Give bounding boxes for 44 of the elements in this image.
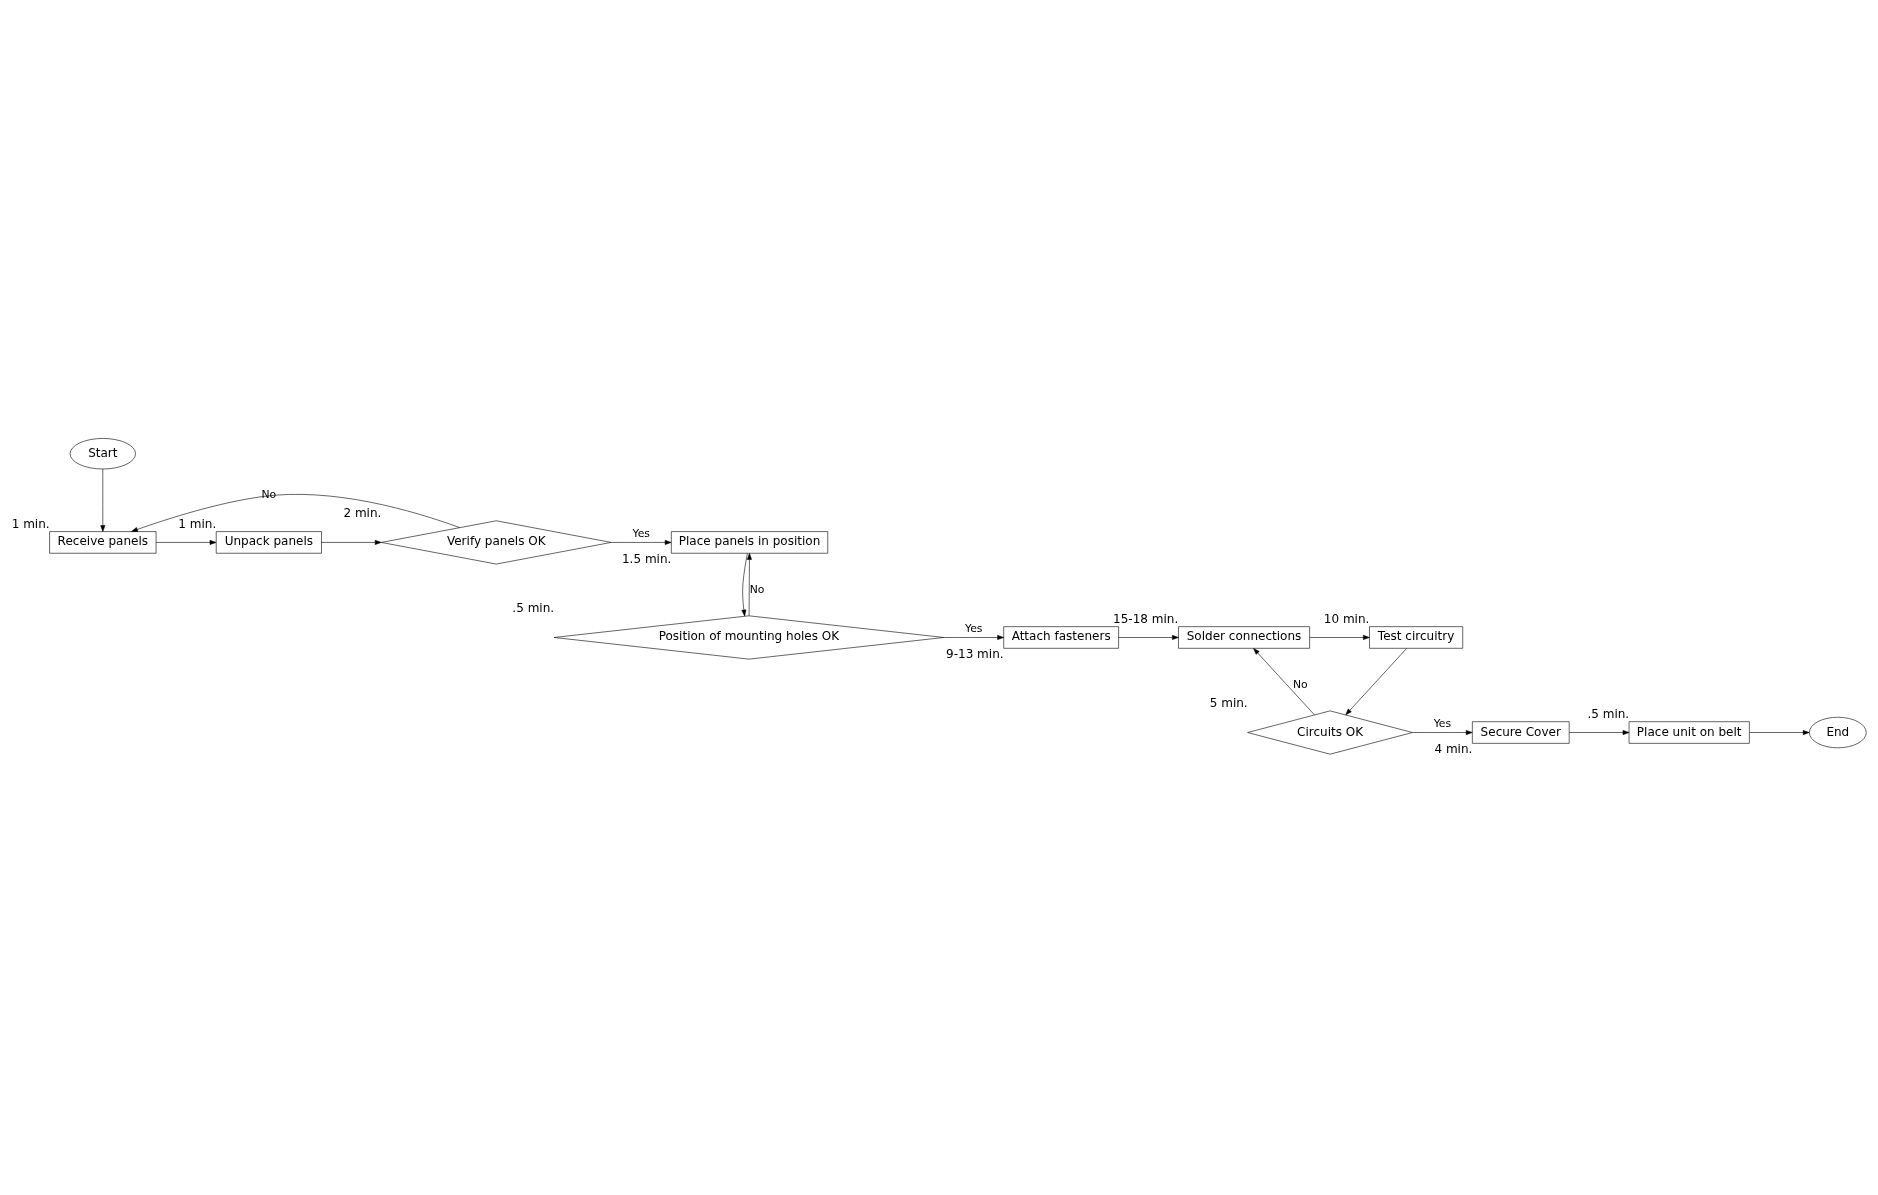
node-ellipse: End [1809,716,1867,749]
arrow [1412,730,1473,735]
node-label: .5 min. [512,601,555,616]
arrow [321,540,382,545]
node-label: 1 min. [11,516,50,531]
arrow [747,553,752,617]
arrow [1253,648,1315,716]
node-box: Unpack panels [215,531,322,554]
node-box: Place unit on belt [1628,721,1750,744]
node-label: 9-13 min. [946,646,1004,661]
arrow [1118,635,1179,640]
node-label: 1 min. [178,516,217,531]
arrow [610,540,672,545]
edge-label: Yes [632,527,650,541]
node-diamond: Position of mounting holes OK [553,615,945,660]
edge-label: No [1292,677,1308,691]
node-label: 15-18 min. [1113,612,1179,627]
arrow [1345,648,1407,716]
node-label: 1.5 min. [621,551,672,566]
node-box: Secure Cover [1472,721,1570,744]
node-ellipse: Start [69,438,136,470]
node-label: 5 min. [1209,696,1248,711]
arrow [1749,730,1810,735]
edge-label: Yes [965,622,983,636]
arrow [131,494,460,532]
node-label: .5 min. [1587,707,1630,722]
edge-label: No [749,582,765,596]
node-box: Place panels in position [671,531,829,554]
arrow [1569,730,1630,735]
arrow [943,635,1004,640]
arrow [1309,635,1370,640]
edge-label: Yes [1433,717,1452,731]
node-box: Attach fasteners [1003,626,1119,649]
arrow [741,553,748,617]
edge-label: No [261,487,277,501]
node-label: 2 min. [343,506,382,521]
node-box: Solder connections [1178,626,1310,649]
arrow [100,468,106,532]
node-diamond: Verify panels OK [381,520,612,565]
node-label: 4 min. [1434,741,1473,756]
node-box: Test circuitry [1369,626,1463,649]
node-box: Receive panels [49,531,157,554]
node-label: 10 min. [1323,612,1370,627]
arrow [155,540,217,545]
